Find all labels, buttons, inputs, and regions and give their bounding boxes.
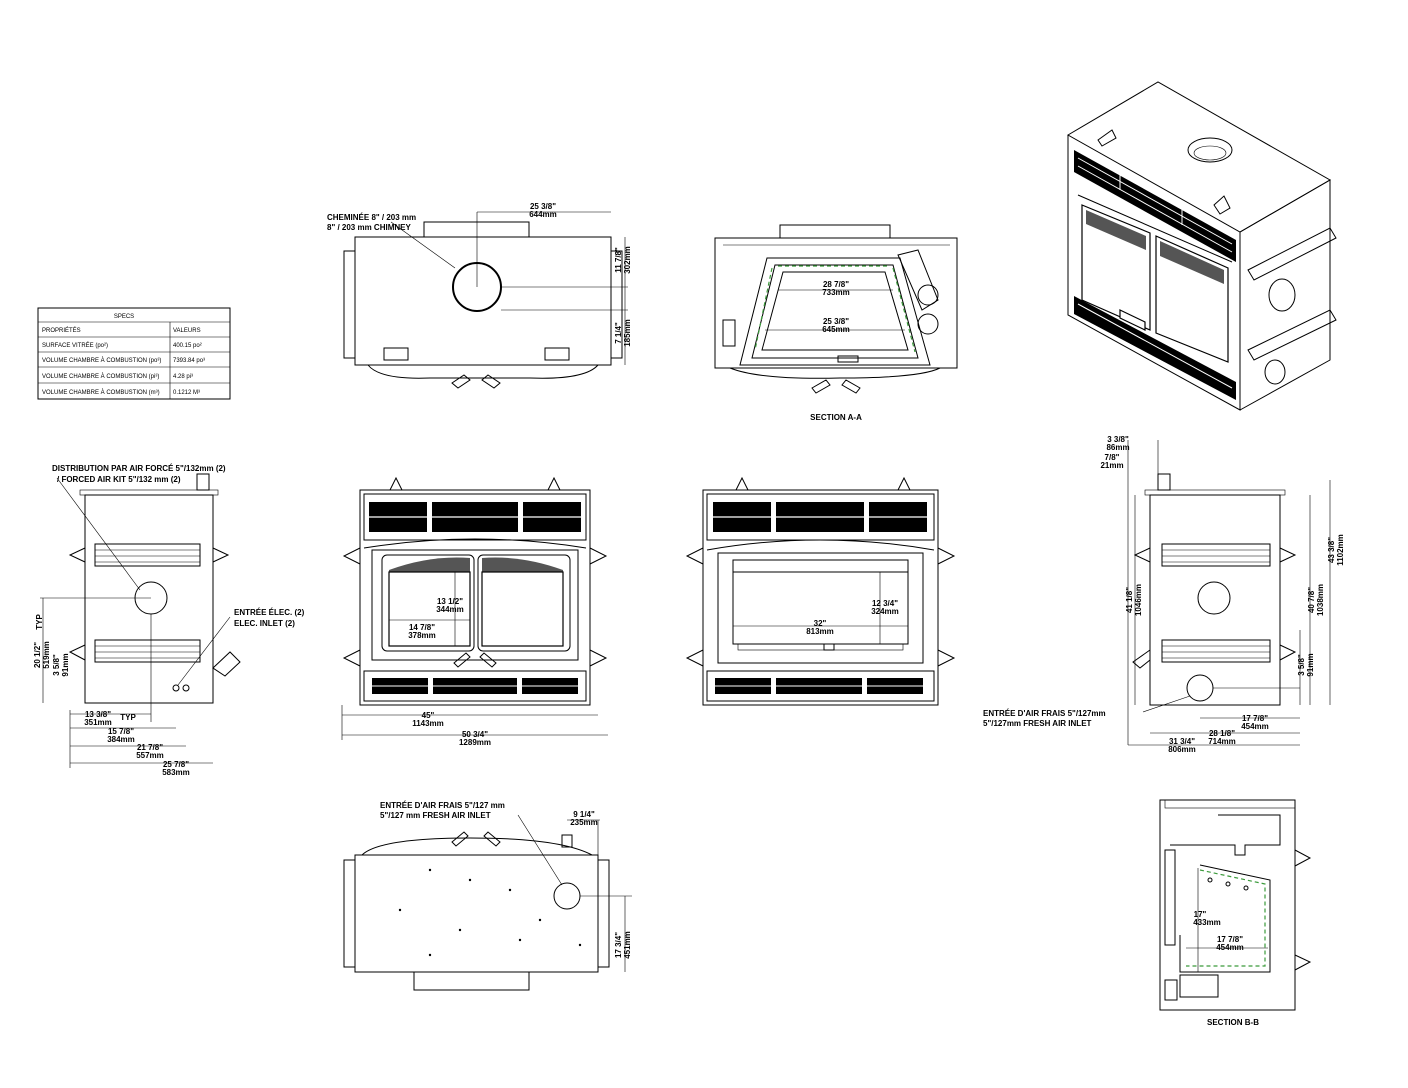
bottom-fresh-air-label-en: 5"/127 mm FRESH AIR INLET [380,811,491,820]
top-dim-depth2-in: 7 1/4" [614,322,623,344]
right-dim-b-mm: 21mm [1100,461,1123,470]
section-bb-dim-w-mm: 454mm [1216,943,1244,952]
open-dim-h-in: 12 3/4" [872,599,898,608]
specs-row-4-label: VOLUME CHAMBRE À COMBUSTION (m³) [42,389,160,396]
section-bb-label: SECTION B-B [1207,1018,1259,1027]
section-aa-dim-top-mm: 733mm [822,288,850,297]
left-typ-horizontal: TYP [120,713,136,722]
front-dim-w2-in: 50 3/4" [462,730,488,739]
specs-title: SPECS [114,314,134,320]
bottom-dim-b-mm: 451mm [623,931,632,959]
top-dim-depth2-mm: 185mm [623,319,632,347]
right-dim-a-in: 3 3/8" [1107,435,1129,444]
right-dim-h1-in: 41 1/8" [1125,587,1134,613]
section-bb: 17" 433mm 17 7/8" 454mm SECTION B-B [1159,799,1312,1027]
left-dim-w1-in: 13 3/8" [85,710,111,719]
specs-header-value: VALEURS [173,328,201,334]
right-dim-h3-mm: 1102mm [1336,534,1345,566]
chimney-label-en: 8" / 203 mm CHIMNEY [327,223,411,232]
section-aa-dim-bottom-mm: 645mm [822,325,850,334]
right-dim-b-in: 7/8" [1105,453,1120,462]
specs-row-2-value: 7393.84 po³ [173,358,205,364]
front-glass-h-in: 13 1/2" [437,597,463,606]
left-dim-w3-in: 21 7/8" [137,743,163,752]
fresh-air-inlet-side [1186,674,1214,702]
front-glass-h-mm: 344mm [436,605,464,614]
right-dim-a-mm: 86mm [1106,443,1129,452]
open-dim-w-mm: 813mm [806,627,834,636]
left-dim-w2-mm: 384mm [107,735,135,744]
right-side-view: 3 3/8" 86mm 7/8" 21mm 41 1/8" 1046mm 40 … [983,435,1345,754]
left-dim-w2-in: 15 7/8" [108,727,134,736]
left-dim-h1-mm: 519mm [42,641,51,669]
right-dim-h1-mm: 1046mm [1134,584,1143,616]
forced-air-label-fr: DISTRIBUTION PAR AIR FORCÉ 5"/132mm (2) [52,464,226,473]
specs-row-4-value: 0.1212 M³ [173,390,200,396]
specs-row-3-value: 4.28 pi³ [173,374,193,380]
left-dim-h2-mm: 91mm [61,653,70,676]
section-bb-dim-h-in: 17" [1194,910,1207,919]
left-dim-w1-mm: 351mm [84,718,112,727]
open-dim-h-mm: 324mm [871,607,899,616]
right-fresh-air-label-fr: ENTRÉE D'AIR FRAIS 5"/127mm [983,709,1106,718]
bottom-view: ENTRÉE D'AIR FRAIS 5"/127 mm 5"/127 mm F… [343,801,632,991]
open-dim-w-in: 32" [814,619,827,628]
specs-table: SPECS PROPRIÉTÉS VALEURS SURFACE VITRÉE … [37,307,231,400]
top-dim-width-in: 25 3/8" [530,202,556,211]
section-bb-dim-w-in: 17 7/8" [1217,935,1243,944]
elec-inlet-label-en: ELEC. INLET (2) [234,619,295,628]
front-view-open: 12 3/4" 324mm 32" 813mm [685,476,956,706]
top-dim-depth1-in: 11 7/8" [614,247,623,273]
section-aa-label: SECTION A-A [810,413,862,422]
right-dim-w2-mm: 714mm [1208,737,1236,746]
right-dim-w2-in: 28 1/8" [1209,729,1235,738]
left-side-view: DISTRIBUTION PAR AIR FORCÉ 5"/132mm (2) … [33,464,305,777]
top-dim-width-mm: 644mm [529,210,557,219]
right-dim-h4-in: 3 5/8" [1297,654,1306,676]
specs-row-2-label: VOLUME CHAMBRE À COMBUSTION (po³) [42,357,161,364]
forced-air-label-en: / FORCED AIR KIT 5"/132 mm (2) [57,475,181,484]
specs-row-1-label: SURFACE VITRÉE (po²) [42,342,108,349]
right-dim-w3-in: 31 3/4" [1169,737,1195,746]
front-dim-w1-in: 45" [422,711,435,720]
specs-row-1-value: 400.15 po² [173,343,202,349]
left-dim-w3-mm: 557mm [136,751,164,760]
top-dim-depth1-mm: 302mm [623,246,632,274]
specs-row-3-label: VOLUME CHAMBRE À COMBUSTION (pi³) [42,373,159,380]
left-dim-h1-in: 20 1/2" [33,642,42,668]
specs-header-property: PROPRIÉTÉS [42,327,81,334]
right-dim-h3-in: 43 3/8" [1327,537,1336,563]
front-glass-w-in: 14 7/8" [409,623,435,632]
bottom-dim-a-mm: 235mm [570,818,598,827]
right-dim-h2-mm: 1038mm [1316,584,1325,616]
left-typ-vertical: TYP [35,614,44,630]
elec-inlet-label-fr: ENTRÉE ÉLEC. (2) [234,608,305,617]
front-view-doors: 13 1/2" 344mm 14 7/8" 378mm 45" 1143mm 5… [341,476,608,747]
fresh-air-inlet-bottom [553,882,581,910]
chimney-label-fr: CHEMINÉE 8" / 203 mm [327,213,416,222]
bottom-fresh-air-label-fr: ENTRÉE D'AIR FRAIS 5"/127 mm [380,801,505,810]
left-dim-w4-in: 25 7/8" [163,760,189,769]
right-dim-w1-in: 17 7/8" [1242,714,1268,723]
bottom-dim-a-in: 9 1/4" [573,810,595,819]
bottom-dim-b-in: 17 3/4" [614,932,623,958]
right-dim-h4-mm: 91mm [1306,653,1315,676]
top-view: CHEMINÉE 8" / 203 mm 8" / 203 mm CHIMNEY… [327,202,632,389]
right-fresh-air-label-en: 5"/127mm FRESH AIR INLET [983,719,1092,728]
right-dim-w3-mm: 806mm [1168,745,1196,754]
isometric-view [1066,81,1337,411]
right-dim-w1-mm: 454mm [1241,722,1269,731]
section-aa: 28 7/8" 733mm 25 3/8" 645mm SECTION A-A [714,224,958,422]
section-aa-dim-top-in: 28 7/8" [823,280,849,289]
right-dim-h2-in: 40 7/8" [1307,587,1316,613]
front-dim-w2-mm: 1289mm [459,738,491,747]
left-dim-w4-mm: 583mm [162,768,190,777]
section-aa-dim-bottom-in: 25 3/8" [823,317,849,326]
front-glass-w-mm: 378mm [408,631,436,640]
front-dim-w1-mm: 1143mm [412,719,444,728]
left-dim-h2-in: 3 5/8" [52,654,61,676]
section-bb-dim-h-mm: 433mm [1193,918,1221,927]
